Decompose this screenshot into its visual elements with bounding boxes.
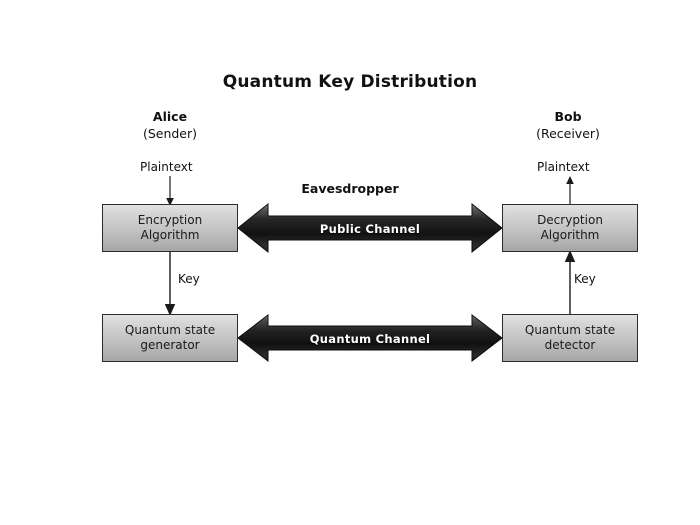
arrow-bob-plaintext-up bbox=[563, 176, 577, 206]
arrow-bob-key-up bbox=[563, 250, 577, 316]
box-quantum-state-detector: Quantum state detector bbox=[502, 314, 638, 362]
box-qdet-line2: detector bbox=[544, 338, 596, 352]
box-encryption-line1: Encryption bbox=[137, 213, 203, 227]
label-eavesdropper: Eavesdropper bbox=[301, 181, 399, 196]
box-encryption-line2: Algorithm bbox=[140, 228, 200, 242]
party-bob-name: Bob bbox=[554, 109, 582, 124]
page-title: Quantum Key Distribution bbox=[222, 72, 478, 92]
label-bob-plaintext: Plaintext bbox=[537, 160, 590, 174]
arrow-alice-key-down bbox=[163, 250, 177, 316]
label-alice-key: Key bbox=[178, 272, 200, 286]
channel-public: Public Channel bbox=[238, 202, 502, 254]
arrow-alice-plaintext-down bbox=[163, 176, 177, 206]
party-alice-name: Alice bbox=[152, 109, 188, 124]
box-decryption-line2: Algorithm bbox=[540, 228, 600, 242]
label-alice-plaintext: Plaintext bbox=[140, 160, 193, 174]
party-bob: Bob (Receiver) bbox=[478, 108, 658, 142]
channel-quantum: Quantum Channel bbox=[238, 314, 502, 362]
box-qgen-line2: generator bbox=[140, 338, 200, 352]
label-bob-key: Key bbox=[574, 272, 596, 286]
party-bob-role: (Receiver) bbox=[536, 126, 600, 141]
box-decryption-line1: Decryption bbox=[537, 213, 603, 227]
box-qdet-line1: Quantum state bbox=[524, 323, 616, 337]
box-decryption-algorithm: Decryption Algorithm bbox=[502, 204, 638, 252]
box-encryption-algorithm: Encryption Algorithm bbox=[102, 204, 238, 252]
party-alice-role: (Sender) bbox=[142, 126, 198, 141]
box-quantum-state-generator: Quantum state generator bbox=[102, 314, 238, 362]
party-alice: Alice (Sender) bbox=[80, 108, 260, 142]
box-qgen-line1: Quantum state bbox=[124, 323, 216, 337]
